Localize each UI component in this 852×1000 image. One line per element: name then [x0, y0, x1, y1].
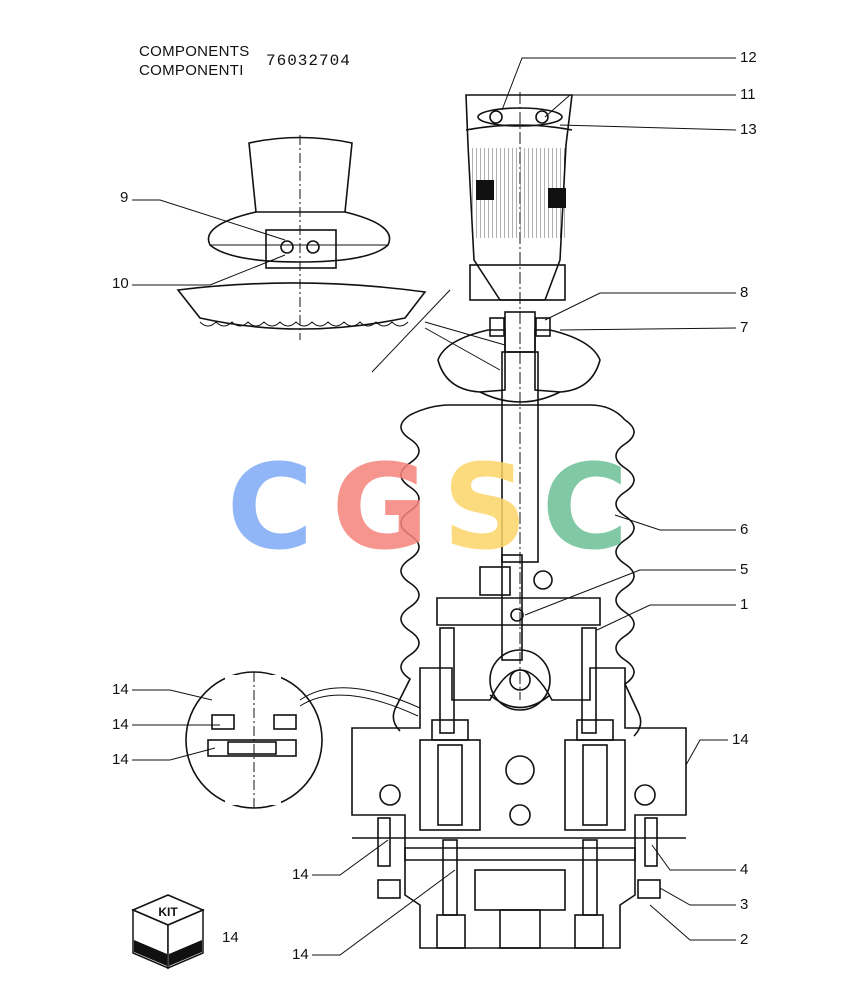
leader-lines: [132, 57, 737, 956]
kit-cube-icon: KIT: [131, 894, 205, 970]
callout-6: 6: [740, 521, 748, 538]
callout-2: 2: [740, 931, 748, 948]
callout-9: 9: [120, 189, 128, 206]
callout-7: 7: [740, 319, 748, 336]
callout-13: 13: [740, 121, 757, 138]
callout-4: 4: [740, 861, 748, 878]
callout-14-lower-a: 14: [292, 866, 309, 883]
watermark-letter-4: C: [542, 438, 629, 576]
callout-14-detail-c: 14: [112, 751, 129, 768]
callout-14-lower-b: 14: [292, 946, 309, 963]
header-title-line1: COMPONENTS: [139, 43, 250, 60]
watermark-letter-2: G: [332, 438, 429, 576]
kit-label: KIT: [158, 905, 178, 919]
lower-cap: [377, 839, 661, 949]
callout-10: 10: [112, 275, 129, 292]
watermark-letter-3: S: [443, 438, 528, 576]
callout-14-detail-a: 14: [112, 681, 129, 698]
joystick-handle: [465, 92, 573, 700]
callout-3: 3: [740, 896, 748, 913]
callout-8: 8: [740, 284, 748, 301]
watermark-letter-1: C: [227, 438, 314, 576]
part-number: 76032704: [266, 52, 351, 70]
callout-5: 5: [740, 561, 748, 578]
kit-ref-number: 14: [222, 929, 239, 946]
hub-assembly: [437, 311, 601, 563]
valve-body: [351, 649, 687, 867]
header-title-line2: COMPONENTI: [139, 62, 244, 79]
callout-1: 1: [740, 596, 748, 613]
callout-14-right: 14: [732, 731, 749, 748]
knob-base-detail: [176, 135, 427, 340]
rubber-bellows: [392, 404, 642, 737]
callout-14-detail-b: 14: [112, 716, 129, 733]
callout-11: 11: [740, 86, 756, 103]
cgsc-watermark: C G S C: [227, 438, 629, 576]
pivot-assembly: [436, 554, 601, 734]
callout-12: 12: [740, 49, 757, 66]
seal-detail-circle: [185, 671, 421, 809]
